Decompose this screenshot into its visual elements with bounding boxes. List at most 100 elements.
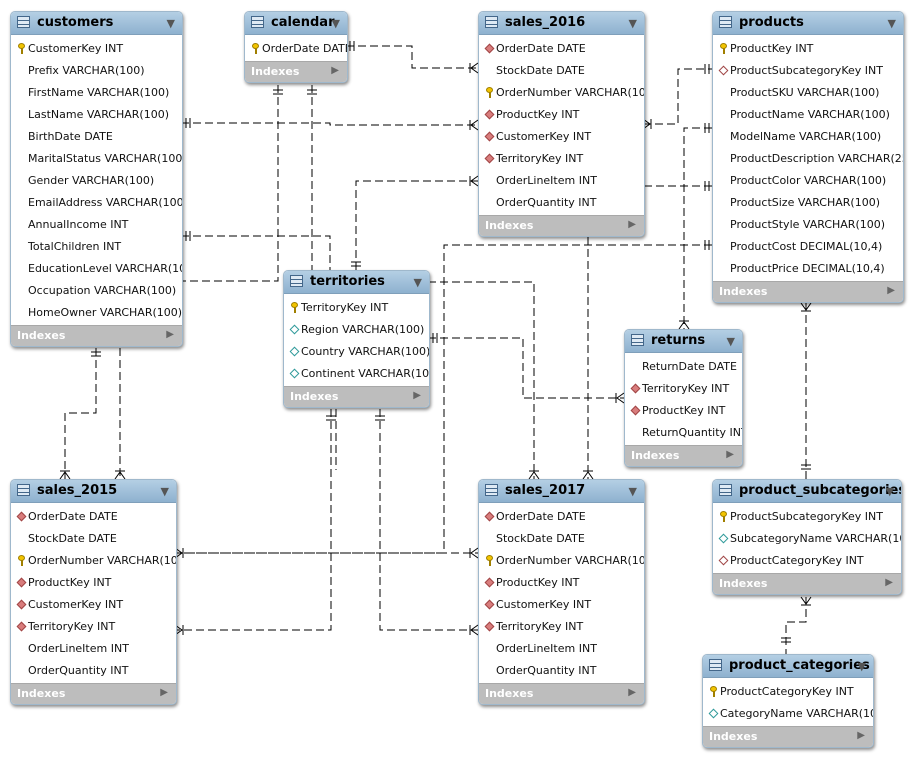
table-product-subcategories[interactable]: product_subcategories▼ProductSubcategory… — [712, 479, 902, 595]
dropdown-arrow-icon[interactable]: ▼ — [160, 485, 169, 498]
indexes-section[interactable]: Indexes▶ — [11, 683, 176, 704]
column-row[interactable]: TerritoryKey INT — [479, 616, 644, 638]
table-header[interactable]: returns▼ — [625, 330, 742, 353]
expand-arrow-icon[interactable]: ▶ — [857, 730, 865, 741]
expand-arrow-icon[interactable]: ▶ — [413, 390, 421, 401]
column-row[interactable]: HomeOwner VARCHAR(100) — [11, 302, 182, 324]
column-row[interactable]: SubcategoryName VARCHAR(100) — [713, 528, 901, 550]
column-row[interactable]: ProductSKU VARCHAR(100) — [713, 82, 903, 104]
column-row[interactable]: ProductSubcategoryKey INT — [713, 60, 903, 82]
table-header[interactable]: calendar▼ — [245, 12, 347, 35]
column-row[interactable]: TerritoryKey INT — [625, 378, 742, 400]
column-row[interactable]: ProductCategoryKey INT — [703, 681, 873, 703]
column-row[interactable]: TerritoryKey INT — [479, 148, 644, 170]
column-row[interactable]: ModelName VARCHAR(100) — [713, 126, 903, 148]
dropdown-arrow-icon[interactable]: ▼ — [413, 276, 422, 289]
column-row[interactable]: OrderQuantity INT — [479, 192, 644, 214]
column-row[interactable]: ReturnQuantity INT — [625, 422, 742, 444]
indexes-section[interactable]: Indexes▶ — [625, 445, 742, 466]
column-row[interactable]: TotalChildren INT — [11, 236, 182, 258]
column-row[interactable]: ProductSubcategoryKey INT — [713, 506, 901, 528]
expand-arrow-icon[interactable]: ▶ — [628, 219, 636, 230]
column-row[interactable]: Continent VARCHAR(100) — [284, 363, 429, 385]
column-row[interactable]: Gender VARCHAR(100) — [11, 170, 182, 192]
indexes-section[interactable]: Indexes▶ — [713, 281, 903, 302]
dropdown-arrow-icon[interactable]: ▼ — [628, 17, 637, 30]
column-row[interactable]: ProductKey INT — [625, 400, 742, 422]
column-row[interactable]: EmailAddress VARCHAR(100) — [11, 192, 182, 214]
dropdown-arrow-icon[interactable]: ▼ — [726, 335, 735, 348]
column-row[interactable]: OrderQuantity INT — [11, 660, 176, 682]
column-row[interactable]: EducationLevel VARCHAR(100) — [11, 258, 182, 280]
column-row[interactable]: OrderNumber VARCHAR(100) — [479, 82, 644, 104]
column-row[interactable]: ProductSize VARCHAR(100) — [713, 192, 903, 214]
dropdown-arrow-icon[interactable]: ▼ — [887, 17, 896, 30]
column-row[interactable]: ProductName VARCHAR(100) — [713, 104, 903, 126]
table-header[interactable]: sales_2015▼ — [11, 480, 176, 503]
column-row[interactable]: OrderLineItem INT — [479, 170, 644, 192]
table-product-categories[interactable]: product_categories▼ProductCategoryKey IN… — [702, 654, 874, 748]
dropdown-arrow-icon[interactable]: ▼ — [166, 17, 175, 30]
column-row[interactable]: CustomerKey INT — [11, 594, 176, 616]
indexes-section[interactable]: Indexes▶ — [713, 573, 901, 594]
column-row[interactable]: MaritalStatus VARCHAR(100) — [11, 148, 182, 170]
column-row[interactable]: ReturnDate DATE — [625, 356, 742, 378]
column-row[interactable]: OrderNumber VARCHAR(100) — [11, 550, 176, 572]
column-row[interactable]: OrderDate DATE — [245, 38, 347, 60]
expand-arrow-icon[interactable]: ▶ — [160, 687, 168, 698]
column-row[interactable]: FirstName VARCHAR(100) — [11, 82, 182, 104]
column-row[interactable]: ProductCost DECIMAL(10,4) — [713, 236, 903, 258]
column-row[interactable]: ProductStyle VARCHAR(100) — [713, 214, 903, 236]
indexes-section[interactable]: Indexes▶ — [11, 325, 182, 346]
column-row[interactable]: CustomerKey INT — [11, 38, 182, 60]
column-row[interactable]: CustomerKey INT — [479, 594, 644, 616]
expand-arrow-icon[interactable]: ▶ — [331, 65, 339, 76]
column-row[interactable]: ProductCategoryKey INT — [713, 550, 901, 572]
indexes-section[interactable]: Indexes▶ — [479, 215, 644, 236]
column-row[interactable]: TerritoryKey INT — [11, 616, 176, 638]
table-header[interactable]: products▼ — [713, 12, 903, 35]
column-row[interactable]: ProductDescription VARCHAR(250) — [713, 148, 903, 170]
column-row[interactable]: OrderLineItem INT — [11, 638, 176, 660]
column-row[interactable]: ProductPrice DECIMAL(10,4) — [713, 258, 903, 280]
column-row[interactable]: ProductColor VARCHAR(100) — [713, 170, 903, 192]
table-header[interactable]: customers▼ — [11, 12, 182, 35]
dropdown-arrow-icon[interactable]: ▼ — [857, 660, 866, 673]
column-row[interactable]: OrderDate DATE — [11, 506, 176, 528]
column-row[interactable]: OrderDate DATE — [479, 38, 644, 60]
column-row[interactable]: ProductKey INT — [479, 572, 644, 594]
dropdown-arrow-icon[interactable]: ▼ — [885, 485, 894, 498]
column-row[interactable]: LastName VARCHAR(100) — [11, 104, 182, 126]
column-row[interactable]: OrderDate DATE — [479, 506, 644, 528]
column-row[interactable]: Country VARCHAR(100) — [284, 341, 429, 363]
column-row[interactable]: OrderLineItem INT — [479, 638, 644, 660]
table-header[interactable]: territories▼ — [284, 271, 429, 294]
expand-arrow-icon[interactable]: ▶ — [628, 687, 636, 698]
column-row[interactable]: BirthDate DATE — [11, 126, 182, 148]
table-header[interactable]: sales_2017▼ — [479, 480, 644, 503]
dropdown-arrow-icon[interactable]: ▼ — [331, 17, 340, 30]
expand-arrow-icon[interactable]: ▶ — [166, 329, 174, 340]
expand-arrow-icon[interactable]: ▶ — [887, 285, 895, 296]
column-row[interactable]: Occupation VARCHAR(100) — [11, 280, 182, 302]
expand-arrow-icon[interactable]: ▶ — [726, 449, 734, 460]
column-row[interactable]: TerritoryKey INT — [284, 297, 429, 319]
indexes-section[interactable]: Indexes▶ — [703, 726, 873, 747]
column-row[interactable]: ProductKey INT — [11, 572, 176, 594]
column-row[interactable]: CategoryName VARCHAR(100) — [703, 703, 873, 725]
table-header[interactable]: sales_2016▼ — [479, 12, 644, 35]
column-row[interactable]: ProductKey INT — [479, 104, 644, 126]
dropdown-arrow-icon[interactable]: ▼ — [628, 485, 637, 498]
column-row[interactable]: Prefix VARCHAR(100) — [11, 60, 182, 82]
column-row[interactable]: OrderQuantity INT — [479, 660, 644, 682]
column-row[interactable]: StockDate DATE — [11, 528, 176, 550]
column-row[interactable]: CustomerKey INT — [479, 126, 644, 148]
